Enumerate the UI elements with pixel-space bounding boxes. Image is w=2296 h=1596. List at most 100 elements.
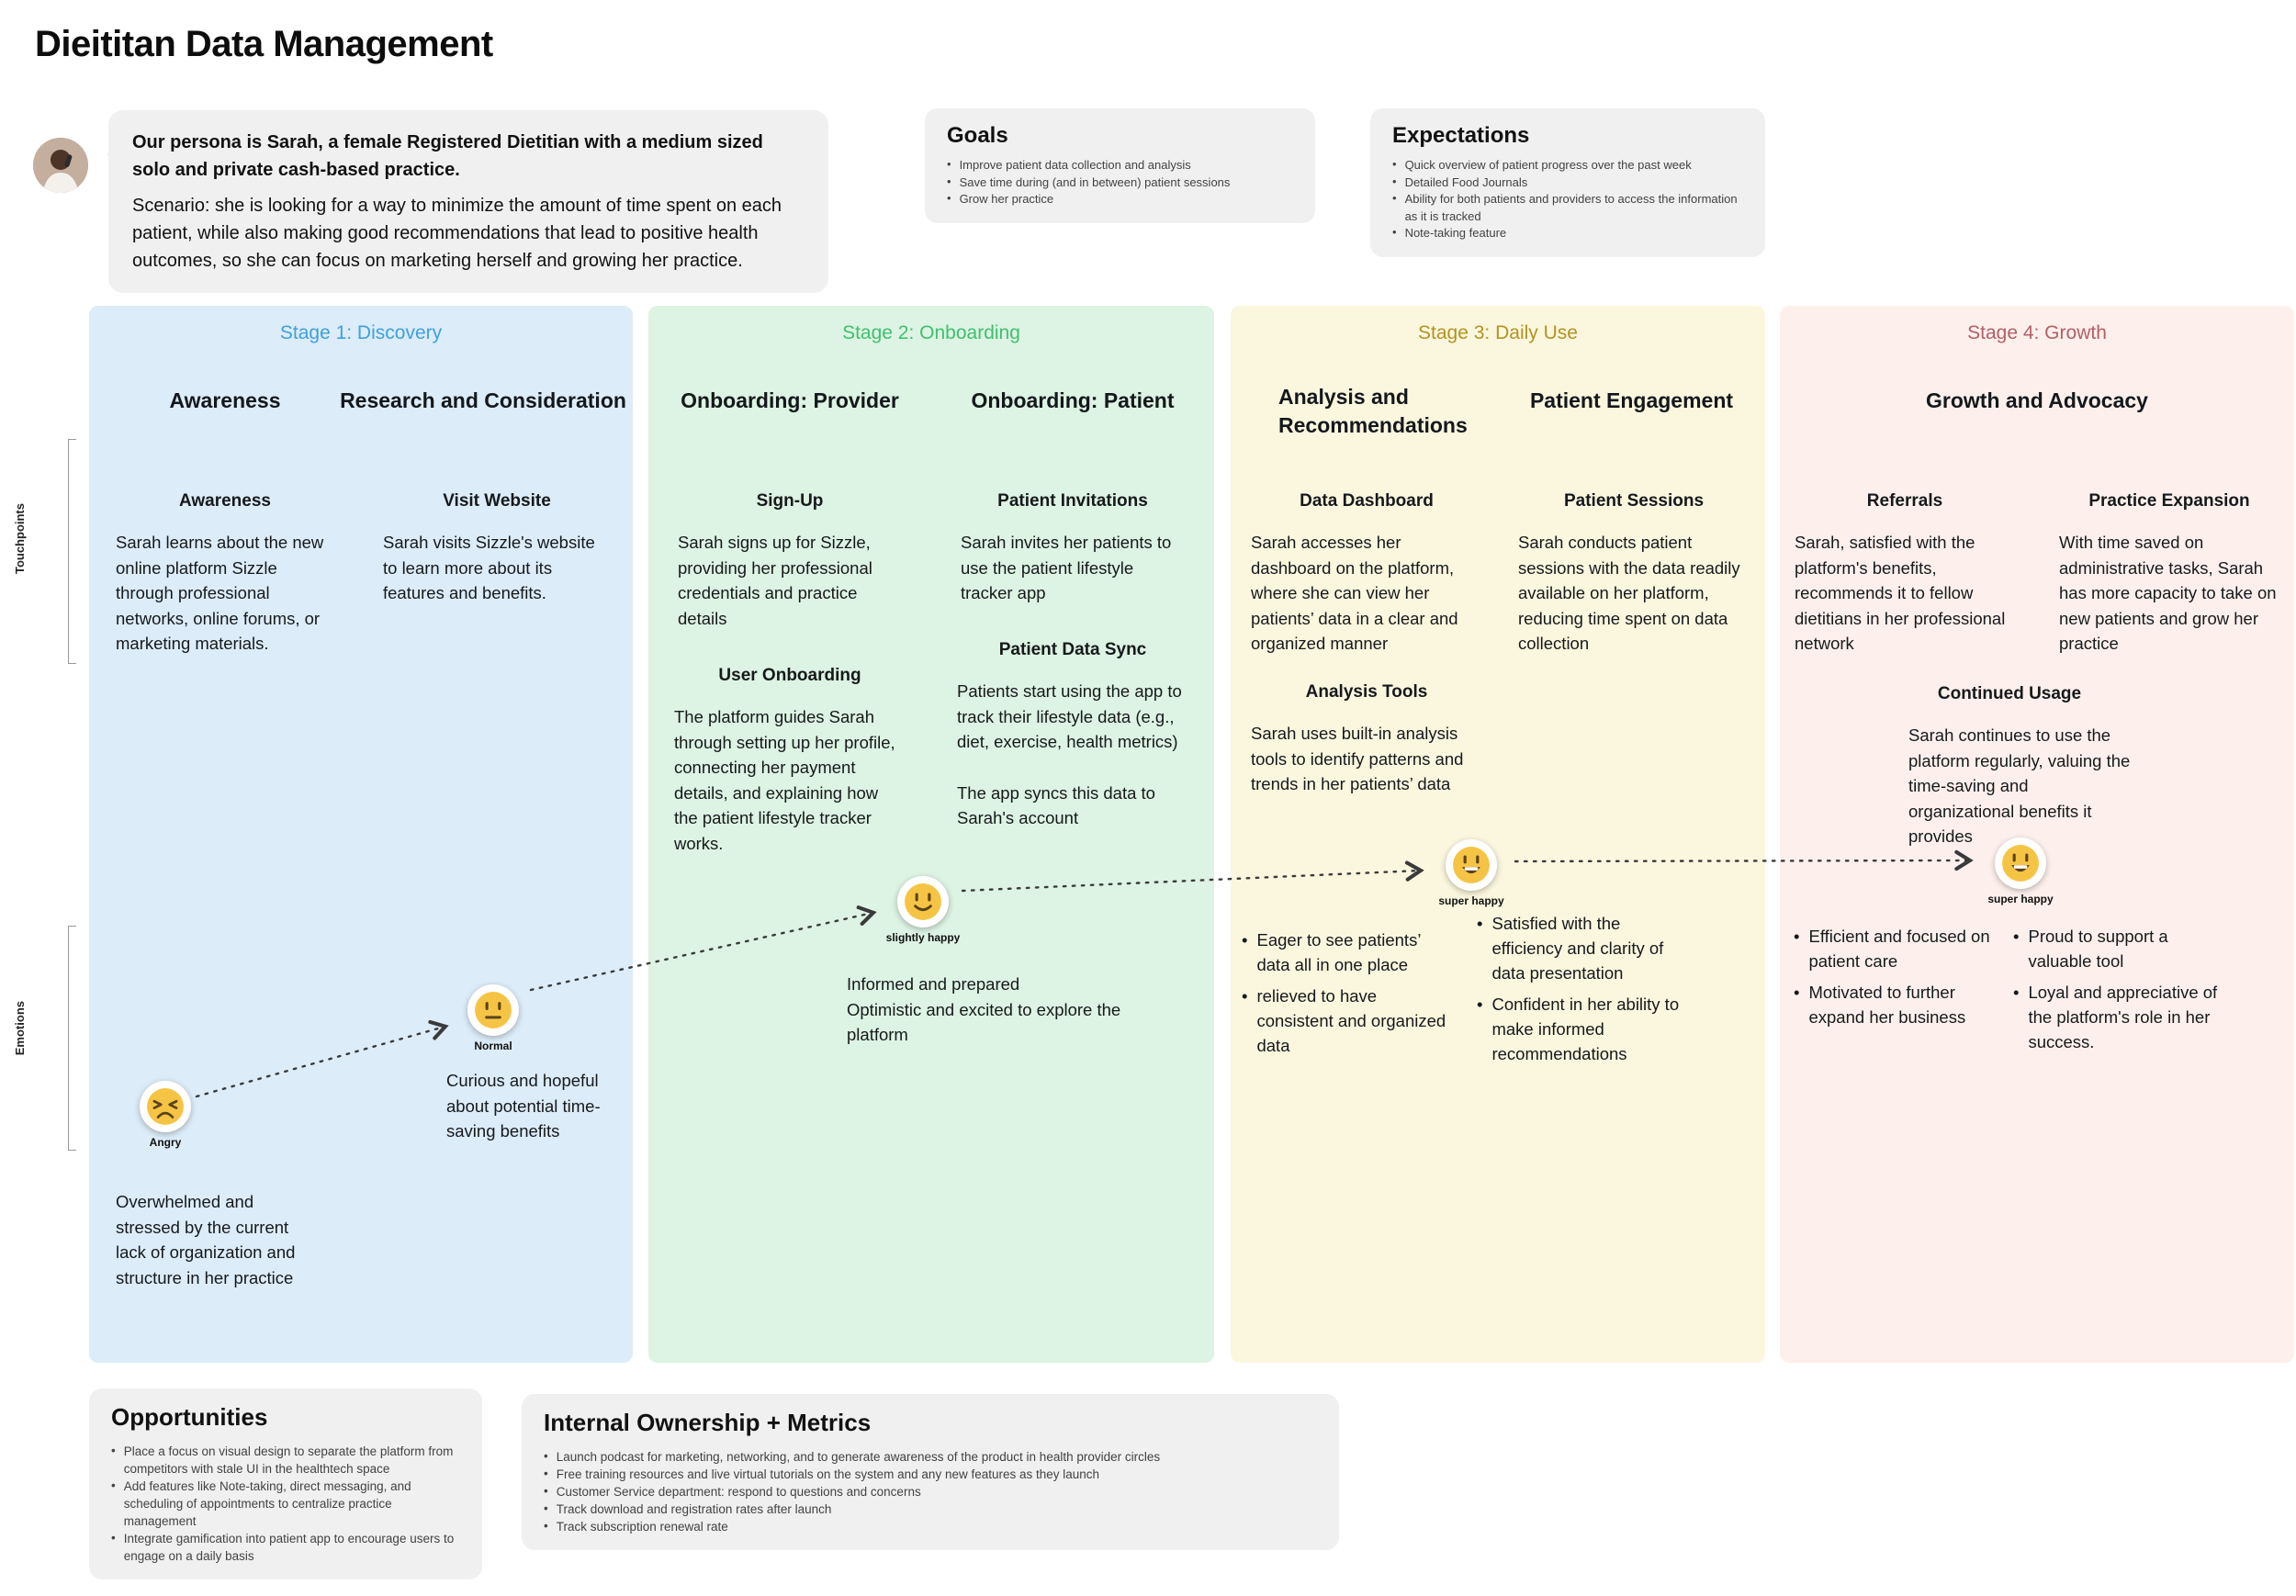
bullet-icon: • <box>111 1531 116 1545</box>
super-happy-emoji-icon <box>1446 839 1497 891</box>
emotion-chip-normal: Normal <box>467 984 519 1052</box>
internal-item: •Free training resources and live virtua… <box>544 1467 1100 1481</box>
page-title: Dieititan Data Management <box>35 24 493 64</box>
emotion-desc-stage1-normal: Curious and hopeful about potential time… <box>446 1071 601 1141</box>
expectations-item: •Note-taking feature <box>1392 225 1743 242</box>
bullet-icon: • <box>2013 983 2020 1002</box>
expectations-item: •Ability for both patients and providers… <box>1392 191 1743 225</box>
emotion-desc-stage2: Informed and prepared Optimistic and exc… <box>847 974 1121 1044</box>
emotion-bullet: •Eager to see patients’ data all in one … <box>1242 927 1464 977</box>
internal-item: •Track subscription renewal rate <box>544 1519 728 1534</box>
goals-card: Goals •Improve patient data collection a… <box>925 108 1315 223</box>
expectations-card: Expectations •Quick overview of patient … <box>1370 108 1765 257</box>
internal-item: •Launch podcast for marketing, networkin… <box>544 1449 1161 1464</box>
stage-4-col-growth-title: Growth and Advocacy <box>1926 388 2148 412</box>
expectations-item: •Quick overview of patient progress over… <box>1392 157 1743 174</box>
bullet-icon: • <box>1477 914 1483 933</box>
bullet-icon: • <box>947 191 951 205</box>
touchpoint-card-continued-usage: Continued Usage Sarah continues to use t… <box>1908 684 2131 846</box>
opportunities-item: •Place a focus on visual design to separ… <box>111 1444 454 1476</box>
emotion-desc-stage1-angry: Overwhelmed and stressed by the current … <box>116 1192 296 1287</box>
bullet-icon: • <box>544 1484 548 1498</box>
stage-1-discovery-panel: Stage 1: Discovery Awareness Research an… <box>89 306 633 1363</box>
emotion-bullet: •Satisfied with the efficiency and clari… <box>1477 911 1703 985</box>
touchpoints-bracket <box>68 439 76 664</box>
touchpoint-card-sign-up: Sign-Up Sarah signs up for Sizzle, provi… <box>678 491 872 628</box>
touchpoint-card-user-onboarding: User Onboarding The platform guides Sara… <box>674 666 895 853</box>
emotions-bracket <box>68 926 76 1151</box>
stage-3-daily-use-panel: Stage 3: Daily Use Analysis and Recommen… <box>1231 306 1765 1363</box>
emotion-label: slightly happy <box>885 931 961 944</box>
stage-2-header: Stage 2: Onboarding <box>842 322 1020 343</box>
emotion-bullets-stage3-left: •Eager to see patients’ data all in one … <box>1242 927 1464 1064</box>
emotion-bullets-stage4-left: •Efficient and focused on patient care •… <box>1794 924 2010 1036</box>
persona-description-card: Our persona is Sarah, a female Registere… <box>107 110 828 293</box>
goals-title: Goals <box>947 123 1008 148</box>
persona-scenario: Scenario: she is looking for a way to mi… <box>132 196 782 271</box>
touchpoint-card-analysis-tools: Analysis Tools Sarah uses built-in analy… <box>1251 682 1464 793</box>
emotion-label: super happy <box>1438 894 1504 907</box>
internal-ownership-title: Internal Ownership + Metrics <box>544 1409 872 1436</box>
bullet-icon: • <box>1794 983 1800 1002</box>
slightly-happy-emoji-icon <box>897 876 949 927</box>
super-happy-emoji-icon <box>1995 837 2046 889</box>
emotion-label: Angry <box>149 1136 182 1149</box>
bullet-icon: • <box>947 157 951 171</box>
internal-item: •Track download and registration rates a… <box>544 1501 832 1516</box>
goals-item: •Save time during (and in between) patie… <box>947 174 1293 192</box>
bullet-icon: • <box>1242 930 1248 950</box>
emotion-chip-super-happy-2: super happy <box>1987 837 2054 905</box>
angry-emoji-icon <box>140 1081 191 1132</box>
bullet-icon: • <box>1794 927 1800 946</box>
touchpoint-card-visit-website: Visit Website Sarah visits Sizzle's webs… <box>383 491 595 602</box>
stage-4-header: Stage 4: Growth <box>1967 322 2107 343</box>
bullet-icon: • <box>947 174 951 188</box>
emotion-label: super happy <box>1987 893 2054 905</box>
persona-highlight: Our persona is Sarah, a female Registere… <box>132 132 763 180</box>
emotion-bullet: •Motivated to further expand her busines… <box>1794 980 2010 1029</box>
emotion-chip-slightly-happy: slightly happy <box>886 876 960 944</box>
bullet-icon: • <box>1392 157 1397 171</box>
opportunities-card: Opportunities •Place a focus on visual d… <box>89 1388 482 1579</box>
stage-1-col-awareness-title: Awareness <box>169 388 281 412</box>
bullet-icon: • <box>1477 995 1483 1014</box>
stage-3-header: Stage 3: Daily Use <box>1418 322 1578 343</box>
stage-3-col-engagement-title: Patient Engagement <box>1529 388 1734 412</box>
persona-avatar <box>33 138 88 193</box>
bullet-icon: • <box>111 1444 116 1457</box>
person-photo-icon <box>33 138 88 193</box>
opportunities-item: •Integrate gamification into patient app… <box>111 1531 455 1563</box>
emotion-bullets-stage4-right: •Proud to support a valuable tool •Loyal… <box>2013 924 2234 1061</box>
emotion-label: Normal <box>474 1040 512 1052</box>
emotion-chip-super-happy-1: super happy <box>1438 839 1504 907</box>
bullet-icon: • <box>544 1501 548 1515</box>
stage-1-col-research-title: Research and Consideration <box>340 388 626 412</box>
bullet-icon: • <box>1242 986 1248 1006</box>
bullet-icon: • <box>544 1519 548 1533</box>
expectations-title: Expectations <box>1392 123 1530 148</box>
bullet-icon: • <box>2013 927 2020 946</box>
stage-2-col-patient-title: Onboarding: Patient <box>971 388 1175 412</box>
bullet-icon: • <box>1392 191 1397 205</box>
goals-item: •Grow her practice <box>947 191 1293 208</box>
internal-item: •Customer Service department: respond to… <box>544 1484 921 1499</box>
stage-4-growth-panel: Stage 4: Growth Growth and Advocacy Refe… <box>1780 306 2294 1363</box>
opportunities-title: Opportunities <box>111 1403 268 1431</box>
stage-2-onboarding-panel: Stage 2: Onboarding Onboarding: Provider… <box>648 306 1214 1363</box>
touchpoint-card-patient-invitations: Patient Invitations Sarah invites her pa… <box>961 491 1172 602</box>
emotion-bullet: •Efficient and focused on patient care <box>1794 924 2010 973</box>
expectations-item: •Detailed Food Journals <box>1392 174 1743 192</box>
stage-2-col-provider-title: Onboarding: Provider <box>681 388 899 412</box>
touchpoint-card-patient-sessions: Patient Sessions Sarah conducts patient … <box>1518 491 1740 653</box>
emotion-bullet: •relieved to have consistent and organiz… <box>1242 983 1464 1058</box>
bullet-icon: • <box>544 1467 548 1480</box>
bullet-icon: • <box>111 1478 116 1492</box>
bullet-icon: • <box>1392 225 1397 239</box>
touchpoint-card-data-dashboard: Data Dashboard Sarah accesses her dashbo… <box>1251 491 1458 653</box>
emotions-axis-label: Emotions <box>13 1001 27 1056</box>
internal-ownership-metrics-card: Internal Ownership + Metrics •Launch pod… <box>522 1394 1339 1550</box>
touchpoint-card-awareness: Awareness Sarah learns about the new onl… <box>116 491 324 653</box>
stage-3-col-analysis-title: Analysis and Recommendations <box>1278 385 1468 437</box>
touchpoint-card-patient-data-sync: Patient Data Sync Patients start using t… <box>957 640 1182 827</box>
